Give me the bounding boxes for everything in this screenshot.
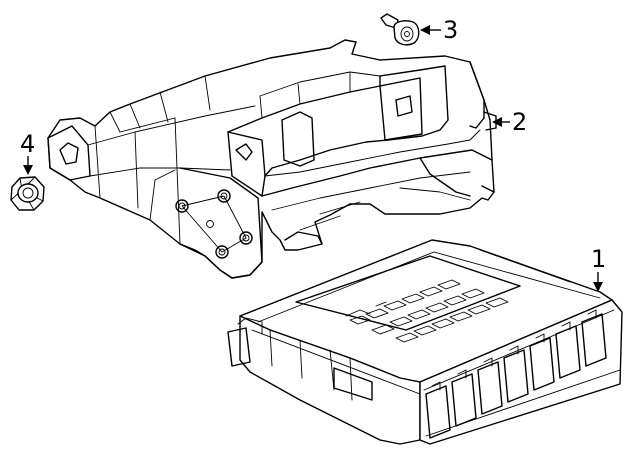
nut-part-4 <box>10 176 45 211</box>
bracket-part-2 <box>47 39 497 279</box>
callout-1: 1 <box>591 245 606 292</box>
callout-3: 3 <box>420 16 458 44</box>
callout-2: 2 <box>492 108 527 136</box>
bolt-part-3 <box>380 13 420 46</box>
callout-label-1: 1 <box>591 245 606 273</box>
callout-label-2: 2 <box>512 108 527 136</box>
callout-label-3: 3 <box>443 16 458 44</box>
callout-4: 4 <box>20 130 35 175</box>
module-part-1 <box>227 239 623 445</box>
callout-label-4: 4 <box>20 130 35 158</box>
